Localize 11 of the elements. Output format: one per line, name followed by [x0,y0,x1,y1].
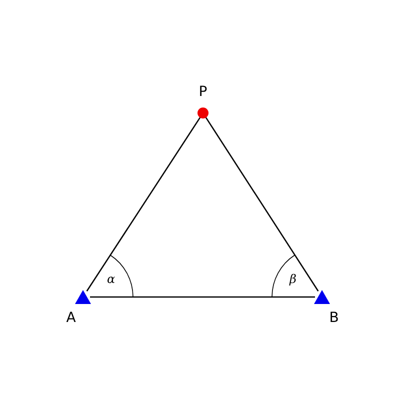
line [90,296,315,298]
point-triangle [75,290,91,304]
line [86,116,201,292]
angle-label: α [106,272,116,286]
point-triangle [314,290,330,304]
point-dot [197,107,209,119]
point-label: P [198,84,208,100]
angle-label: β [290,272,296,286]
line [205,116,319,292]
point-label: B [329,310,339,326]
point-label: A [66,310,76,326]
